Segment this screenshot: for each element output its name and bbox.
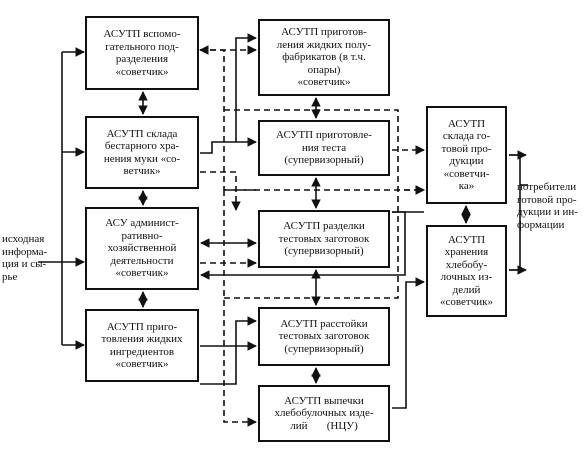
block-proofing-label: АСУТП расстойки тестовых заготовок (супе… bbox=[278, 317, 370, 355]
block-liquid-ingredients-label: АСУТП приго- товления жидких ингредиенто… bbox=[101, 320, 183, 371]
input-label: исходная информа- ция и сы- рье bbox=[2, 233, 48, 283]
block-auxiliary-unit: АСУТП вспомо- гательного под- разделения… bbox=[85, 16, 199, 90]
block-baking-label: АСУТП выпечки хлебобулочных изде- лий (Н… bbox=[274, 394, 374, 432]
block-baking: АСУТП выпечки хлебобулочных изде- лий (Н… bbox=[258, 385, 390, 442]
block-proofing: АСУТП расстойки тестовых заготовок (супе… bbox=[258, 307, 390, 366]
block-admin-label: АСУ админист- ративно- хозяйственной дея… bbox=[105, 217, 179, 280]
block-bakery-storage-label: АСУТП хранения хлебобу- лочных из- делий… bbox=[440, 233, 493, 309]
process-connectors bbox=[200, 33, 528, 409]
block-liquid-semi-products: АСУТП приготов- ления жидких полу- фабри… bbox=[258, 19, 390, 96]
block-flour-storage-label: АСУТП склада бестарного хра- нения муки … bbox=[103, 127, 181, 178]
information-dashed-links bbox=[199, 45, 425, 427]
block-liquid-ingredients: АСУТП приго- товления жидких ингредиенто… bbox=[85, 309, 199, 382]
block-auxiliary-unit-label: АСУТП вспомо- гательного под- разделения… bbox=[103, 28, 181, 78]
block-bakery-storage: АСУТП хранения хлебобу- лочных из- делий… bbox=[426, 225, 507, 317]
block-flour-storage: АСУТП склада бестарного хра- нения муки … bbox=[85, 116, 199, 189]
block-admin: АСУ админист- ративно- хозяйственной дея… bbox=[85, 207, 199, 290]
input-connectors bbox=[38, 47, 85, 350]
output-label: потребители готовой про- дукции и ин- фо… bbox=[517, 181, 578, 231]
block-dough-label: АСУТП приготовле- ния теста (супервизорн… bbox=[276, 129, 372, 167]
block-finished-storage: АСУТП склада го- товой про- дукции «сове… bbox=[426, 106, 507, 204]
block-liquid-semi-products-label: АСУТП приготов- ления жидких полу- фабри… bbox=[276, 26, 372, 89]
block-dough: АСУТП приготовле- ния теста (супервизорн… bbox=[258, 120, 390, 176]
block-finished-storage-label: АСУТП склада го- товой про- дукции «сове… bbox=[441, 117, 492, 193]
middle-column-links bbox=[311, 97, 471, 384]
block-dividing: АСУТП разделки тестовых заготовок (супер… bbox=[258, 210, 390, 268]
block-dividing-label: АСУТП разделки тестовых заготовок (супер… bbox=[278, 220, 370, 258]
